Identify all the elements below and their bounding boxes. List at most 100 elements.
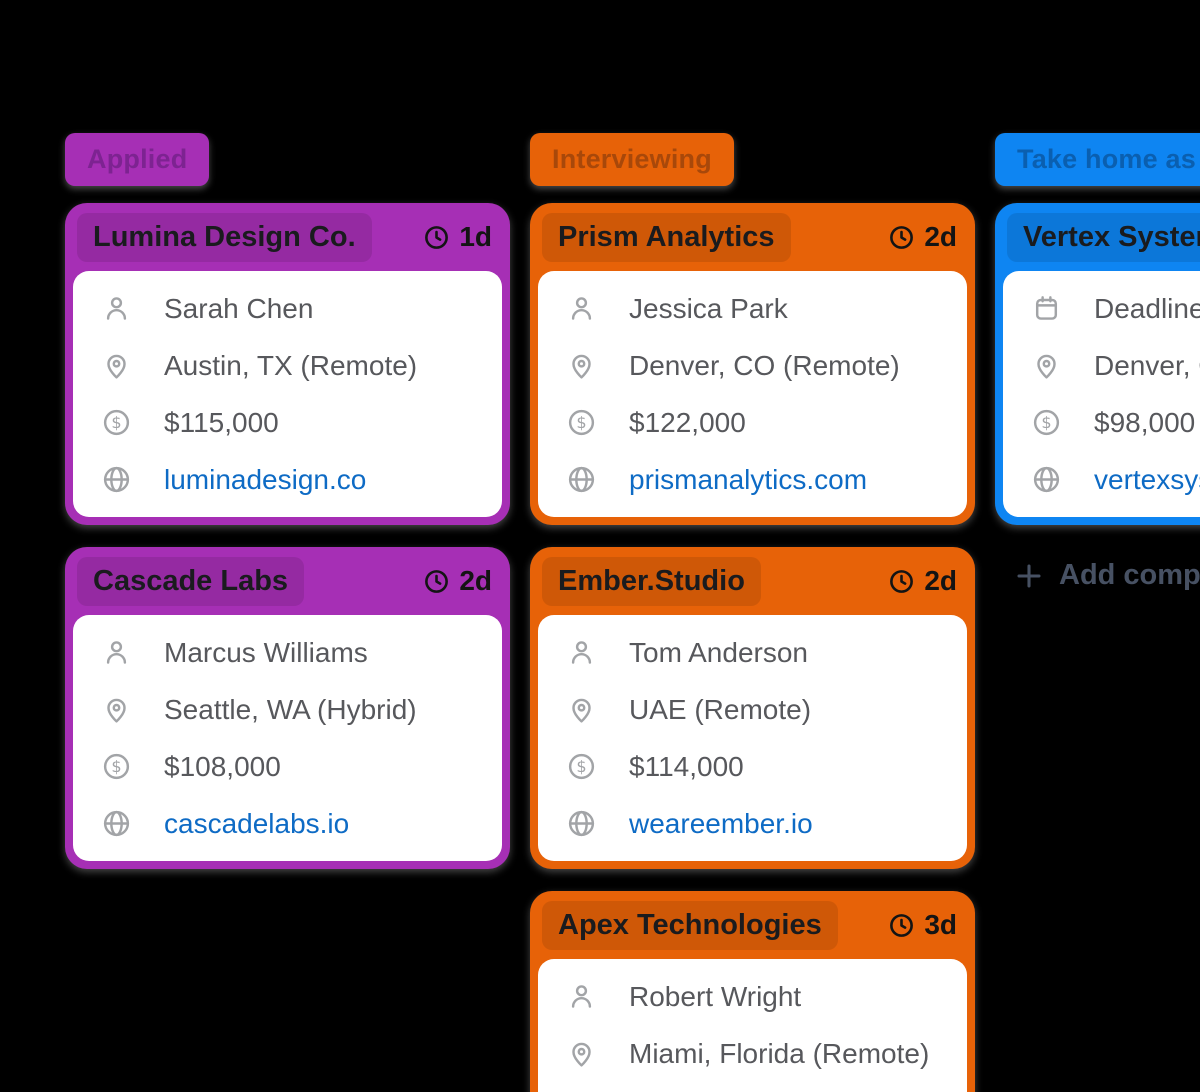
company-name: Apex Technologies [542,900,838,950]
website-link[interactable]: luminadesign.co [164,463,367,495]
job-card-lumina-design-co[interactable]: Lumina Design Co. 1d Sarah Chen Austin, … [65,203,510,525]
user-icon [566,981,597,1012]
globe-icon [101,808,132,839]
card-body: Robert Wright Miami, Florida (Remote) [538,959,967,1092]
website-link[interactable]: cascadelabs.io [164,807,350,839]
location-text: Denver, CO (Remote) [629,349,900,381]
time-badge: 2d [888,221,957,253]
job-card-cascade-labs[interactable]: Cascade Labs 2d Marcus Williams Seattle,… [65,547,510,869]
column-applied: Applied Lumina Design Co. 1d Sarah Chen … [65,133,510,891]
globe-icon [101,464,132,495]
card-body: Marcus Williams Seattle, WA (Hybrid) $10… [73,615,502,861]
add-company-label: Add comp [1059,559,1200,591]
card-header: Ember.Studio 2d [538,547,967,615]
user-icon [566,293,597,324]
time-text: 2d [924,565,957,596]
card-body: Deadline: Denver, C $98,000 vertexsys [1003,271,1200,517]
clock-icon [888,224,915,251]
salary-row: $115,000 [73,394,502,451]
location-pin-icon [566,1038,597,1069]
location-text: Denver, C [1094,349,1200,381]
column-interviewing: Interviewing Prism Analytics 2d Jessica … [530,133,975,1092]
dollar-icon [101,407,132,438]
user-icon [101,637,132,668]
contact-row: Sarah Chen [73,280,502,337]
company-name: Cascade Labs [77,556,305,606]
contact-name: Tom Anderson [629,636,808,668]
card-body: Tom Anderson UAE (Remote) $114,000 weare… [538,615,967,861]
contact-name: Sarah Chen [164,292,314,324]
add-company-button[interactable]: Add comp [1013,559,1200,592]
contact-row: Jessica Park [538,280,967,337]
time-text: 2d [924,221,957,252]
column-label-text: Interviewing [552,144,712,174]
salary-text: $115,000 [164,406,279,438]
time-text: 3d [924,909,957,940]
salary-text: $122,000 [629,406,746,438]
salary-text: $114,000 [629,750,744,782]
globe-icon [566,464,597,495]
card-header: Apex Technologies 3d [538,891,967,959]
contact-name: Jessica Park [629,292,788,324]
globe-icon [1031,464,1062,495]
clock-icon [888,912,915,939]
salary-row: $114,000 [538,738,967,795]
location-row: UAE (Remote) [538,681,967,738]
website-row: cascadelabs.io [73,795,502,852]
location-row: Denver, CO (Remote) [538,337,967,394]
card-body: Sarah Chen Austin, TX (Remote) $115,000 … [73,271,502,517]
job-card-apex-technologies[interactable]: Apex Technologies 3d Robert Wright Miami… [530,891,975,1092]
salary-row: $108,000 [73,738,502,795]
salary-text: $98,000 [1094,406,1196,438]
website-link[interactable]: weareember.io [629,807,813,839]
salary-text: $108,000 [164,750,281,782]
location-row: Austin, TX (Remote) [73,337,502,394]
website-link[interactable]: prismanalytics.com [629,463,868,495]
job-card-ember-studio[interactable]: Ember.Studio 2d Tom Anderson UAE (Remote… [530,547,975,869]
company-name: Prism Analytics [542,212,791,262]
company-name: Lumina Design Co. [77,212,372,262]
company-name: Vertex System [1007,212,1200,262]
column-take-home: Take home as Vertex System Deadline: Den… [995,133,1200,592]
location-pin-icon [101,694,132,725]
card-body: Jessica Park Denver, CO (Remote) $122,00… [538,271,967,517]
column-label-text: Take home as [1017,144,1196,174]
time-badge: 3d [888,909,957,941]
job-card-vertex-system[interactable]: Vertex System Deadline: Denver, C $98,00… [995,203,1200,525]
dollar-icon [566,407,597,438]
location-text: Seattle, WA (Hybrid) [164,693,417,725]
time-text: 1d [459,221,492,252]
time-badge: 2d [888,565,957,597]
location-pin-icon [566,350,597,381]
card-header: Prism Analytics 2d [538,203,967,271]
card-header: Cascade Labs 2d [73,547,502,615]
website-row: prismanalytics.com [538,451,967,508]
website-link[interactable]: vertexsys [1094,463,1200,495]
user-icon [101,293,132,324]
clock-icon [888,568,915,595]
calendar-icon [1031,293,1062,324]
time-text: 2d [459,565,492,596]
website-row: luminadesign.co [73,451,502,508]
time-badge: 2d [423,565,492,597]
plus-icon [1013,560,1045,592]
contact-name: Marcus Williams [164,636,368,668]
clock-icon [423,568,450,595]
location-row: Denver, C [1003,337,1200,394]
user-icon [566,637,597,668]
location-row: Seattle, WA (Hybrid) [73,681,502,738]
card-header: Lumina Design Co. 1d [73,203,502,271]
salary-row: $122,000 [538,394,967,451]
globe-icon [566,808,597,839]
dollar-icon [566,751,597,782]
salary-row: $98,000 [1003,394,1200,451]
location-pin-icon [101,350,132,381]
column-label-take-home: Take home as [995,133,1200,186]
location-row: Miami, Florida (Remote) [538,1025,967,1082]
clock-icon [423,224,450,251]
job-card-prism-analytics[interactable]: Prism Analytics 2d Jessica Park Denver, … [530,203,975,525]
contact-row: Tom Anderson [538,624,967,681]
location-text: Austin, TX (Remote) [164,349,418,381]
location-pin-icon [566,694,597,725]
